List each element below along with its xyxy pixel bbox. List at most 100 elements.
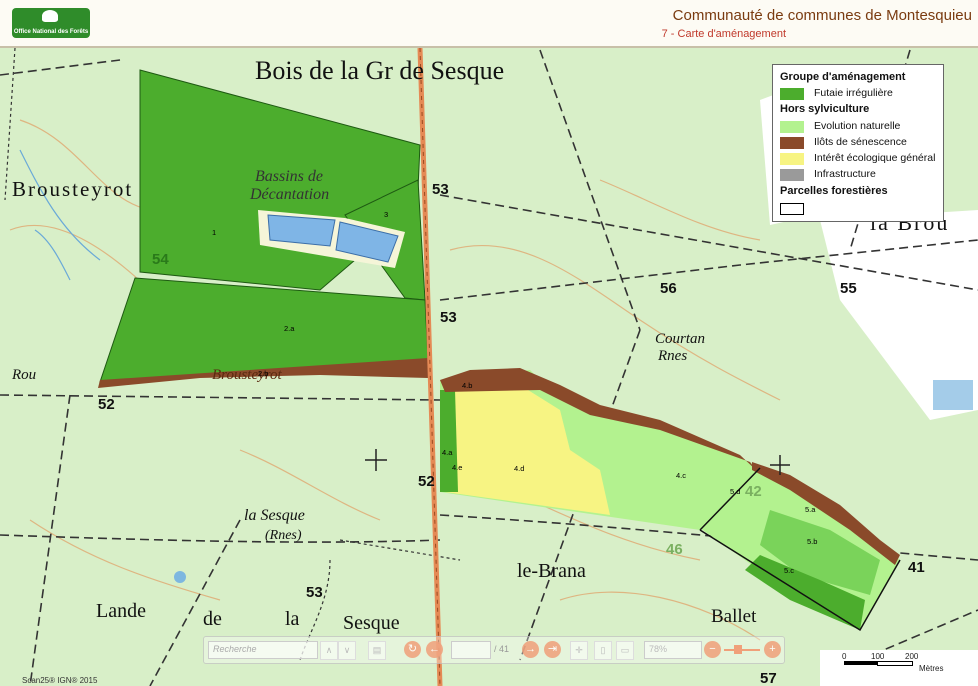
label-la-sesque: la Sesque	[244, 507, 305, 524]
scale-label: 200	[905, 652, 919, 661]
parcel-4a[interactable]	[440, 390, 458, 492]
legend-label: Infrastructure	[814, 168, 876, 180]
altitude-label: 46	[666, 541, 683, 558]
prev-page-button[interactable]: ←	[426, 641, 443, 658]
altitude-label: 54	[152, 251, 169, 268]
streams	[19, 149, 101, 281]
altitude-label: 55	[840, 280, 857, 297]
viewer-toolbar: Recherche ∧ ∨ ▤ ↻ ← / 41 → ⇥ ✛ ▯ ▭ 78% −…	[203, 636, 785, 664]
last-page-button[interactable]: ⇥	[544, 641, 561, 658]
altitude-label: 53	[440, 309, 457, 326]
search-up-button[interactable]: ∧	[320, 641, 338, 660]
parcel-label: 2.b	[258, 369, 268, 378]
scale-unit: Mètres	[919, 664, 944, 673]
legend-swatch	[780, 203, 804, 215]
rotate-icon[interactable]: ↻	[404, 641, 421, 658]
legend-swatch	[780, 153, 804, 165]
scale-bar: 0 100 200 Mètres	[820, 650, 978, 686]
print-button[interactable]: ▤	[368, 641, 386, 660]
legend-hors-title: Hors sylviculture	[780, 103, 870, 115]
fit-icon[interactable]: ✛	[570, 641, 588, 660]
altitude-label: 42	[745, 483, 762, 500]
single-page-icon[interactable]: ▯	[594, 641, 612, 660]
scale-segment	[877, 661, 913, 666]
label-rnes: Rnes	[657, 348, 687, 364]
altitude-label: 57	[760, 670, 777, 686]
parcel-label: 4.b	[462, 381, 472, 390]
legend-parcel-title: Parcelles forestières	[780, 185, 888, 197]
parcel-label: 5.c	[784, 566, 794, 575]
scale-label: 100	[871, 652, 885, 661]
parcel-label: 4.d	[514, 464, 524, 473]
tree-logo-icon	[42, 10, 58, 22]
map-subtitle: 7 - Carte d'aménagement	[661, 28, 786, 40]
label-courtan: Courtan	[655, 331, 705, 347]
zoom-in-button[interactable]: +	[764, 641, 781, 658]
basin-west	[267, 214, 336, 247]
zoom-slider-handle[interactable]	[734, 645, 742, 654]
parcel-5c[interactable]	[745, 555, 865, 630]
page-total: / 41	[494, 644, 510, 654]
zoom-slider[interactable]	[724, 649, 760, 651]
parcel-label: 3	[384, 210, 388, 219]
zoom-value: 78%	[649, 644, 668, 654]
search-input[interactable]: Recherche	[208, 641, 318, 659]
legend-swatch	[780, 121, 804, 133]
label-bassins: Bassins de	[255, 168, 323, 185]
parcel-label: 1	[212, 228, 216, 237]
label-brousteyrot-road: Brousteyrot	[212, 367, 283, 383]
page-number-input[interactable]	[451, 641, 491, 659]
two-page-icon[interactable]: ▭	[616, 641, 634, 660]
parcel-boundary	[699, 467, 761, 531]
legend-label: Intérêt écologique général	[814, 152, 936, 164]
altitude-label: 56	[660, 280, 677, 297]
label-brousteyrot: Brousteyrot	[12, 177, 133, 201]
header-bar: Office National des Forêts Communauté de…	[0, 0, 978, 48]
label-lande: Lande	[96, 600, 146, 622]
road-center	[419, 48, 441, 686]
scale-segment	[844, 661, 877, 665]
search-placeholder: Recherche	[213, 644, 257, 654]
altitude-label: 53	[306, 584, 323, 601]
altitude-label: 52	[98, 396, 115, 413]
legend-group-title: Groupe d'aménagement	[780, 71, 906, 83]
parcel-label: 2.a	[284, 324, 295, 333]
legend-swatch	[780, 169, 804, 181]
pond	[174, 571, 186, 583]
altitude-label: 52	[418, 473, 435, 490]
next-page-button[interactable]: →	[522, 641, 539, 658]
scale-label: 0	[842, 652, 847, 661]
label-rnes-2: (Rnes)	[265, 528, 302, 543]
legend-label: Futaie irrégulière	[814, 87, 893, 99]
label-la: la	[285, 608, 300, 630]
parcel-label: 5.d	[730, 487, 740, 496]
logo-text: Office National des Forêts	[13, 29, 89, 35]
search-down-button[interactable]: ∨	[338, 641, 356, 660]
zoom-select[interactable]: 78%	[644, 641, 702, 659]
map-crosses	[365, 449, 790, 475]
parcel-2b[interactable]	[98, 358, 428, 388]
label-bois: Bois de la Gr de Sesque	[255, 56, 504, 85]
clearing-area	[820, 210, 978, 420]
altitude-label: 53	[432, 181, 449, 198]
parcel-5a[interactable]	[752, 462, 900, 565]
label-de: de	[203, 608, 222, 630]
label-le-brana: le-Brana	[517, 560, 586, 582]
copyright-text: Scan25® IGN® 2015	[22, 676, 98, 685]
parcel-5b[interactable]	[760, 510, 880, 595]
parcel-4d[interactable]	[445, 385, 610, 515]
map-title: Communauté de communes de Montesquieu	[672, 7, 972, 24]
legend-swatch	[780, 88, 804, 100]
pond	[933, 380, 973, 410]
parcel-label: 5.a	[805, 505, 816, 514]
label-ballet: Ballet	[711, 606, 757, 627]
parcel-label: 5.b	[807, 537, 817, 546]
onf-logo: Office National des Forêts	[12, 8, 90, 38]
map-legend: Groupe d'aménagement Futaie irrégulière …	[772, 64, 944, 222]
dotted-tracks	[4, 48, 461, 661]
label-sesque: Sesque	[343, 612, 400, 634]
parcel-4b[interactable]	[440, 368, 756, 470]
legend-label: Evolution naturelle	[814, 120, 901, 132]
zoom-out-button[interactable]: −	[704, 641, 721, 658]
legend-swatch	[780, 137, 804, 149]
